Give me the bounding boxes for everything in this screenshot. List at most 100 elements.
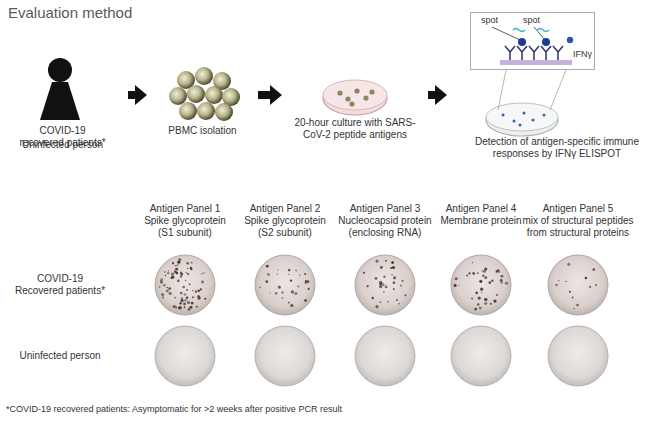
ifng-spot (387, 301, 389, 303)
ifng-spot (177, 264, 179, 266)
node-text: IFNγ (573, 49, 595, 60)
ifng-spot (160, 278, 163, 281)
ifng-spot (380, 266, 383, 269)
ifng-spot (392, 261, 395, 264)
ifng-spot (477, 272, 479, 274)
ifng-spot (501, 275, 504, 278)
ifng-spot (181, 297, 183, 299)
ifng-spot (491, 280, 494, 283)
ifng-spot (187, 268, 188, 269)
antibody (553, 46, 563, 60)
ifng-spot (455, 277, 458, 280)
ifng-spot (385, 285, 388, 288)
ifng-spot (400, 285, 402, 287)
ifng-spot (295, 269, 297, 271)
ifng-spot (185, 280, 186, 281)
ifng-spot (192, 296, 194, 298)
cell (205, 86, 223, 104)
ifng-spot (385, 260, 387, 262)
ifng-spot (177, 279, 180, 282)
ifng-spot (175, 265, 177, 267)
well (451, 326, 511, 386)
ifng-spot (458, 284, 459, 285)
ifng-spot (186, 289, 188, 291)
panel-heading: Antigen Panel 5 (518, 203, 638, 215)
ifng-spot (497, 269, 499, 271)
person-body (40, 82, 80, 120)
ifng-spot (195, 291, 197, 293)
ifng-spot (192, 290, 193, 291)
ifng-spot (297, 285, 299, 287)
ifng-spot (380, 301, 382, 303)
ifng-spot (475, 292, 478, 295)
cell (215, 103, 233, 121)
ifng-spot (190, 268, 193, 271)
ifng-spot (203, 272, 204, 273)
ifng-spot (558, 280, 559, 281)
ifng-spot (186, 262, 189, 265)
petri-dish (323, 81, 387, 115)
ifng-spot (472, 262, 473, 263)
ifng-spot (184, 306, 186, 308)
panel-description: Nucleocapsid protein (enclosing RNA) (333, 215, 437, 239)
ifng-spot (185, 272, 187, 274)
cell (337, 90, 342, 95)
signal-squiggle (537, 29, 549, 32)
ifng-spot (500, 279, 503, 282)
well (255, 326, 315, 386)
ifng-spot (391, 262, 393, 264)
ifng-spot (474, 308, 477, 311)
dish-spots (502, 112, 546, 127)
cell (354, 88, 359, 93)
ifng-spot (471, 298, 473, 300)
ifng-spot (472, 272, 475, 275)
ifng-spot (175, 268, 178, 271)
cell (187, 85, 205, 103)
ifng-spot (180, 272, 183, 275)
ifng-spot (589, 286, 591, 288)
ifng-spot (281, 297, 282, 298)
ifng-spot (173, 305, 176, 308)
panel-heading: Antigen Panel 3 (325, 203, 445, 215)
node-text: PBMC isolation (150, 125, 255, 137)
spot-dot (519, 124, 522, 127)
ifng-spot (482, 275, 484, 277)
ifng-spot (180, 275, 182, 277)
petri-dish-rim (323, 80, 387, 110)
ifng-spot (288, 274, 289, 275)
ifng-spot (169, 292, 172, 295)
ifng-spot (393, 276, 396, 279)
ifng-spot (162, 296, 164, 298)
ifng-spot (308, 288, 310, 290)
ifng-spot (200, 288, 202, 290)
ifng-spot (402, 280, 404, 282)
ifng-spot (191, 302, 194, 305)
ifng-spot (585, 277, 588, 280)
ifng-spot (565, 281, 566, 282)
ifng-spot (159, 286, 161, 288)
ifng-spot (375, 277, 378, 280)
ifng-spot (197, 289, 200, 292)
spot-molecule (542, 38, 550, 46)
ifng-spot (168, 270, 169, 271)
ifng-spot (393, 282, 396, 285)
ifng-spot (505, 282, 508, 285)
ifng-spot (163, 284, 165, 286)
ifng-spot (573, 308, 574, 309)
panel-heading: Antigen Panel 4 (421, 203, 541, 215)
ifng-spot (186, 297, 188, 299)
ifng-spot (282, 292, 284, 294)
ifng-spot (201, 273, 202, 274)
antibodies (505, 46, 563, 60)
ifng-spot (593, 268, 595, 270)
ifng-spot (184, 293, 187, 296)
ifng-spot (396, 299, 398, 301)
ifng-spot (382, 283, 385, 286)
inset-box: spotspotIFNγ (470, 12, 595, 70)
ifng-spot (375, 305, 378, 308)
ifng-spot (265, 280, 268, 283)
ifng-spot (288, 302, 290, 304)
signal-squiggle (513, 29, 525, 32)
ifng-spot (161, 293, 164, 296)
